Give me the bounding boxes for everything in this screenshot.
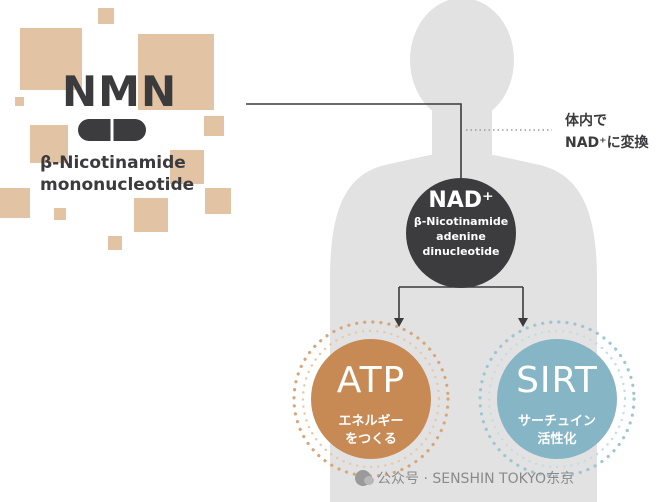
deco-square: [108, 236, 122, 250]
sirt-circle: [497, 339, 617, 459]
deco-square: [204, 116, 224, 136]
nad-full-name: β-Nicotinamide adenine dinucleotide: [413, 215, 509, 258]
watermark: 公众号 · SENSHIN TOKYO东京: [355, 468, 574, 488]
sirt-halo: [478, 320, 636, 478]
deco-square: [20, 28, 82, 90]
arrowhead-atp: [394, 318, 404, 327]
sirt-halo-inner: [487, 329, 627, 469]
deco-square: [170, 150, 204, 184]
sirt-title: SIRT: [516, 360, 598, 401]
deco-square: [138, 34, 214, 110]
arrowhead-sirt: [518, 318, 528, 327]
atp-circle: [311, 339, 431, 459]
deco-square: [0, 188, 30, 218]
deco-square: [54, 208, 66, 220]
nmn-title: NMN: [62, 67, 178, 116]
nad-title: NAD⁺: [428, 188, 494, 213]
deco-square: [134, 198, 168, 232]
capsule-icon: [78, 119, 146, 141]
deco-square: [98, 8, 114, 24]
watermark-text: 公众号 · SENSHIN TOKYO东京: [377, 471, 575, 487]
atp-title: ATP: [336, 360, 406, 401]
deco-square: [30, 125, 68, 163]
atp-halo-inner: [301, 329, 441, 469]
nad-circle: [406, 178, 516, 288]
deco-square: [15, 97, 24, 106]
conversion-note: 体内で NAD⁺に変換: [565, 113, 649, 151]
atp-caption: エネルギー をつくる: [338, 414, 404, 447]
nmn-to-nad-arrow: [246, 103, 462, 180]
decorative-squares: [0, 8, 231, 250]
deco-square: [205, 188, 231, 214]
sirt-caption: サーチュイン 活性化: [517, 414, 596, 447]
nmn-full-name: β-Nicotinamide mononucleotide: [40, 153, 195, 195]
wechat-icon: [355, 470, 374, 486]
